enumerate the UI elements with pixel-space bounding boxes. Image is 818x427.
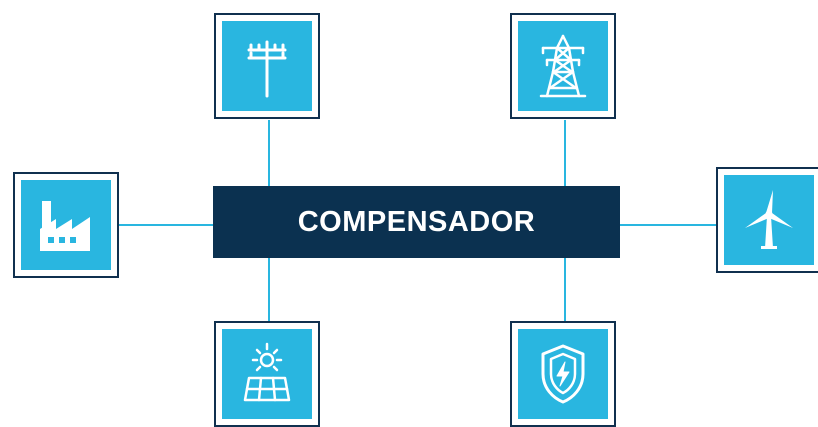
shield-bolt-icon [541,344,585,404]
compensator-box: COMPENSADOR [213,186,620,258]
node-utility-pole [214,13,320,119]
utility-pole-icon [247,40,287,98]
node-factory [13,172,119,278]
connector-line-factory [119,224,213,226]
node-transmission-tower [510,13,616,119]
node-shield-bolt [510,321,616,427]
connector-line-turbine [620,224,716,226]
transmission-tower-icon [539,34,587,98]
connector-line-shield [564,258,566,321]
wind-turbine-icon [745,190,793,249]
connector-line-tower [564,120,566,186]
node-solar-panel [214,321,320,427]
compensator-label: COMPENSADOR [297,205,536,238]
solar-panel-icon [243,342,291,402]
factory-icon [40,201,90,251]
node-wind-turbine [716,167,818,273]
connector-line-solar [268,258,270,321]
connector-line-pole [268,120,270,186]
